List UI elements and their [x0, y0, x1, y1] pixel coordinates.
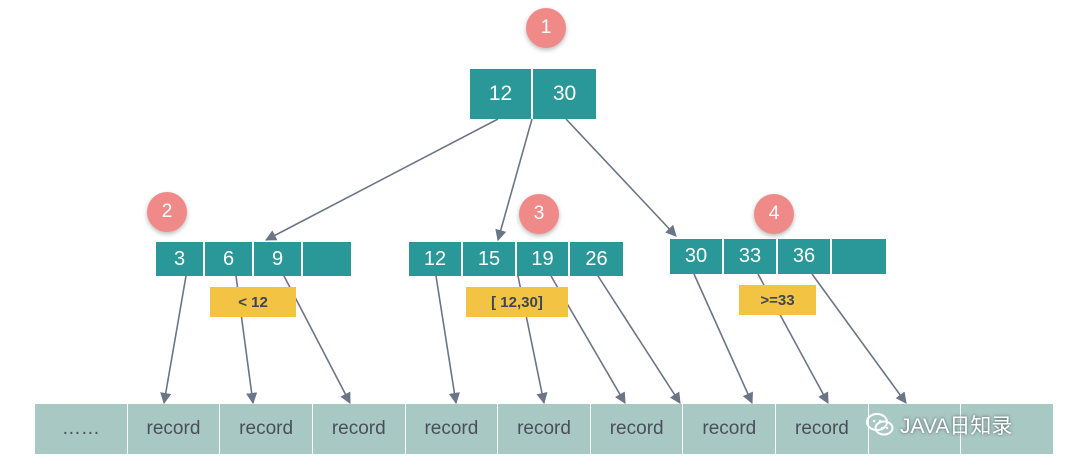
node-key: 30: [670, 239, 724, 274]
node-key: [832, 239, 886, 274]
root-key: 12: [470, 69, 533, 119]
edge-mid-3: [597, 275, 681, 404]
leaf-cell: ……: [35, 404, 128, 454]
root-node: 12 30: [470, 69, 596, 119]
leaf-record-row: …… record record record record record re…: [35, 404, 1054, 454]
range-label-middle: [ 12,30]: [466, 287, 568, 317]
step-badge-4: 4: [754, 194, 794, 234]
leaf-cell: record: [220, 404, 313, 454]
leaf-cell: record: [127, 404, 221, 454]
node-key: [303, 242, 351, 276]
step-badge-1: 1: [526, 8, 566, 48]
leaf-cell: record: [776, 404, 869, 454]
leaf-cell: [868, 404, 962, 454]
level2-node-middle: 12 15 19 26: [409, 242, 623, 276]
edge-left-0: [160, 275, 187, 405]
wechat-icon: [866, 413, 894, 436]
node-key: 33: [724, 239, 778, 274]
node-key: 12: [409, 242, 463, 276]
edge-root-right: [565, 118, 677, 237]
range-label-right: >=33: [739, 285, 816, 315]
edge-right-0: [693, 273, 753, 405]
edge-root-middle: [495, 118, 533, 242]
root-key: 30: [533, 69, 596, 119]
node-key: 36: [778, 239, 832, 274]
step-badge-3: 3: [519, 194, 559, 234]
leaf-cell: record: [312, 404, 406, 454]
node-key: 3: [156, 242, 205, 276]
node-key: 26: [570, 242, 623, 276]
edge-mid-0: [435, 275, 460, 405]
watermark-text: JAVA日知录: [900, 415, 1013, 438]
level2-node-right: 30 33 36: [670, 239, 886, 274]
leaf-cell: record: [498, 404, 591, 454]
node-key: 6: [205, 242, 254, 276]
leaf-cell: record: [590, 404, 684, 454]
node-key: 19: [517, 242, 570, 276]
edge-right-2: [811, 273, 907, 404]
node-key: 15: [463, 242, 517, 276]
edge-root-left: [265, 118, 499, 241]
node-key: 9: [254, 242, 303, 276]
leaf-cell: record: [405, 404, 499, 454]
range-label-left: < 12: [210, 287, 296, 317]
step-badge-2: 2: [147, 192, 187, 232]
leaf-cell: [961, 404, 1054, 454]
level2-node-left: 3 6 9: [156, 242, 351, 276]
leaf-cell: record: [683, 404, 777, 454]
watermark: JAVA日知录: [866, 410, 1012, 440]
